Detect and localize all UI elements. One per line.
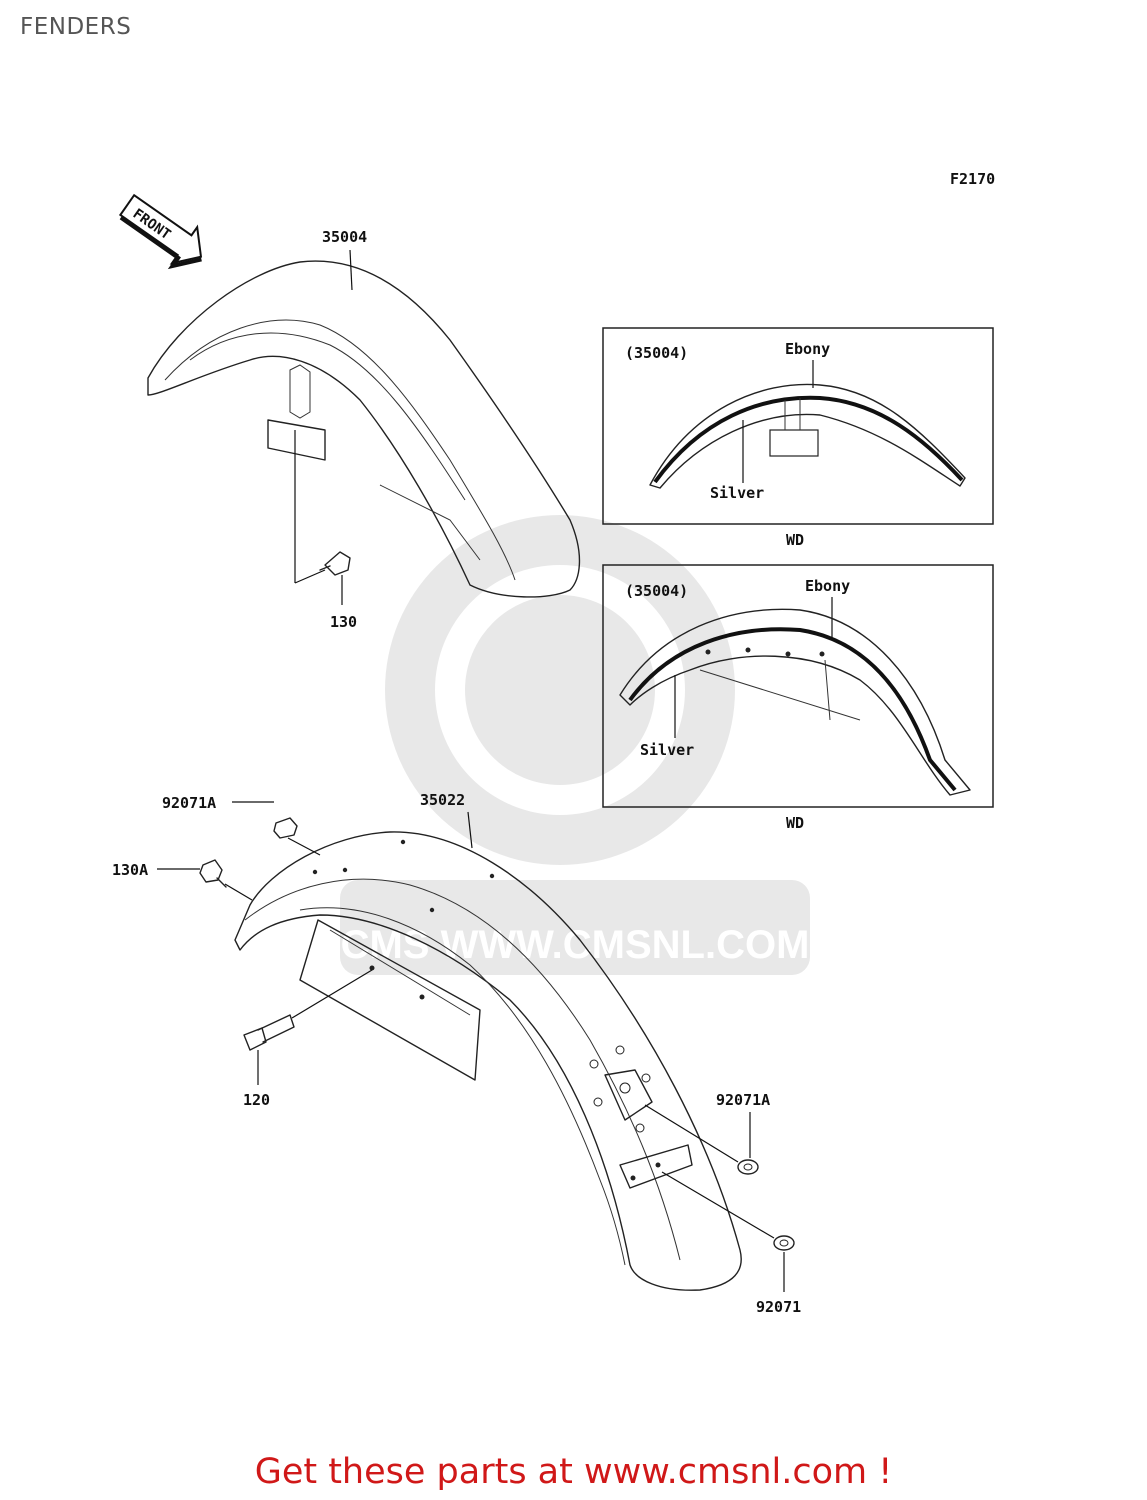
bolt-120[interactable] — [243, 969, 373, 1051]
inset-bottom-ebony: Ebony — [805, 577, 850, 595]
inset-top: (35004) Ebony Silver — [602, 327, 994, 525]
figure-code: F2170 — [950, 170, 995, 188]
callout-92071: 92071 — [756, 1298, 801, 1316]
callout-35004: 35004 — [322, 228, 367, 246]
inset-bottom-caption: WD — [786, 814, 804, 832]
nut-92071a-right[interactable] — [644, 1104, 759, 1175]
front-fender[interactable] — [147, 260, 581, 598]
cta-link[interactable]: Get these parts at www.cmsnl.com ! — [254, 1452, 893, 1492]
bolt-130a[interactable] — [199, 859, 253, 901]
nut-92071a-top[interactable] — [273, 817, 321, 856]
callout-130: 130 — [330, 613, 357, 631]
inset-top-part: (35004) — [625, 344, 688, 362]
inset-top-caption: WD — [786, 531, 804, 549]
bolt-130[interactable] — [294, 430, 351, 584]
watermark-text: CMS WWW.CMSNL.COM — [341, 923, 810, 967]
inset-bottom-silver: Silver — [640, 741, 694, 759]
rear-fender[interactable] — [234, 831, 742, 1291]
callout-35022: 35022 — [420, 791, 465, 809]
callout-92071a-top: 92071A — [162, 794, 216, 812]
inset-top-silver: Silver — [710, 484, 764, 502]
page-title: FENDERS — [20, 14, 132, 40]
callout-92071a-right: 92071A — [716, 1091, 770, 1109]
fenders-parts-diagram: CMS WWW.CMSNL.COM F2170 FRONT 35004 130 … — [112, 170, 995, 1316]
inset-top-ebony: Ebony — [785, 340, 830, 358]
callout-120: 120 — [243, 1091, 270, 1109]
callout-130a: 130A — [112, 861, 148, 879]
inset-bottom: (35004) Ebony Silver — [602, 564, 994, 808]
inset-bottom-part: (35004) — [625, 582, 688, 600]
front-arrow-icon: FRONT — [118, 193, 203, 270]
nut-92071-bottom[interactable] — [661, 1171, 795, 1251]
cms-watermark: CMS WWW.CMSNL.COM — [340, 515, 810, 975]
